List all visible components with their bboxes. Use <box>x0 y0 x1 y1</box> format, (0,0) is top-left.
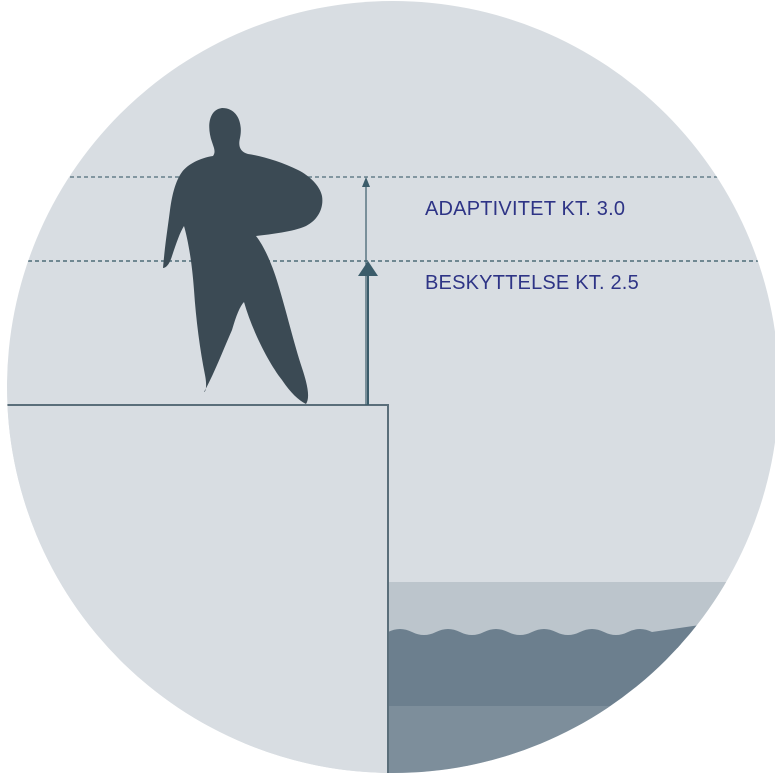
adaptivitet-label: ADAPTIVITET KT. 3.0 <box>425 198 625 221</box>
cliff <box>0 405 388 773</box>
water-deep-layer <box>388 706 775 773</box>
water-middle-layer <box>388 644 775 706</box>
beskyttelse-label: BESKYTTELSE KT. 2.5 <box>425 272 639 295</box>
